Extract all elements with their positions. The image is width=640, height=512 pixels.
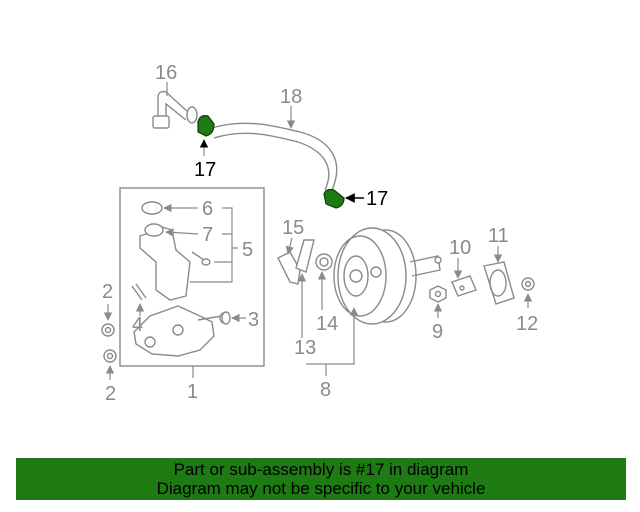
nut-part-12 [521, 277, 535, 291]
callout-5: 5 [242, 239, 253, 261]
master-cylinder-box [119, 187, 265, 367]
callout-12: 12 [516, 313, 538, 335]
hose-clamp-lower-highlighted [323, 188, 345, 209]
bracket-part-15 [277, 239, 315, 285]
grommet-part-3 [221, 311, 231, 325]
hose-clamp-upper-highlighted [197, 115, 215, 137]
pin-part-4 [131, 283, 147, 301]
callout-10: 10 [449, 237, 471, 259]
bracket-8 [306, 312, 355, 376]
check-valve-part [152, 90, 198, 129]
callout-16: 16 [155, 62, 177, 84]
callout-18: 18 [280, 86, 302, 108]
callout-13: 13 [294, 337, 316, 359]
master-cylinder-part [133, 305, 229, 357]
nut-part-9 [429, 285, 447, 303]
grommet-part-14 [315, 253, 333, 271]
leader-15 [285, 237, 294, 255]
callout-11: 11 [488, 225, 509, 247]
nut-part-2-upper [101, 323, 115, 337]
callout-6: 6 [202, 198, 213, 220]
clevis-part-10 [451, 275, 477, 297]
callout-15: 15 [282, 217, 304, 239]
nut-part-2-lower [103, 349, 117, 363]
vacuum-hose-part [211, 122, 338, 191]
callout-17-upper: 17 [194, 159, 216, 181]
callout-17-lower: 17 [366, 188, 388, 210]
reservoir-part [139, 201, 211, 301]
callout-8: 8 [320, 379, 331, 401]
bracket-5 [190, 207, 238, 283]
info-banner: Part or sub-assembly is #17 in diagram D… [16, 458, 626, 500]
callout-1: 1 [187, 381, 198, 403]
callout-4: 4 [132, 314, 143, 336]
banner-line-2: Diagram may not be specific to your vehi… [156, 479, 486, 498]
brake-booster-part [333, 227, 442, 325]
callout-2-lower: 2 [105, 383, 116, 405]
callout-9: 9 [432, 321, 443, 343]
callout-2-upper: 2 [102, 281, 113, 303]
callout-7: 7 [202, 224, 213, 246]
callout-14: 14 [316, 313, 338, 335]
callout-3: 3 [248, 309, 259, 331]
banner-line-1: Part or sub-assembly is #17 in diagram [173, 460, 469, 479]
leader-7 [165, 228, 199, 237]
gasket-part-11 [483, 261, 515, 305]
